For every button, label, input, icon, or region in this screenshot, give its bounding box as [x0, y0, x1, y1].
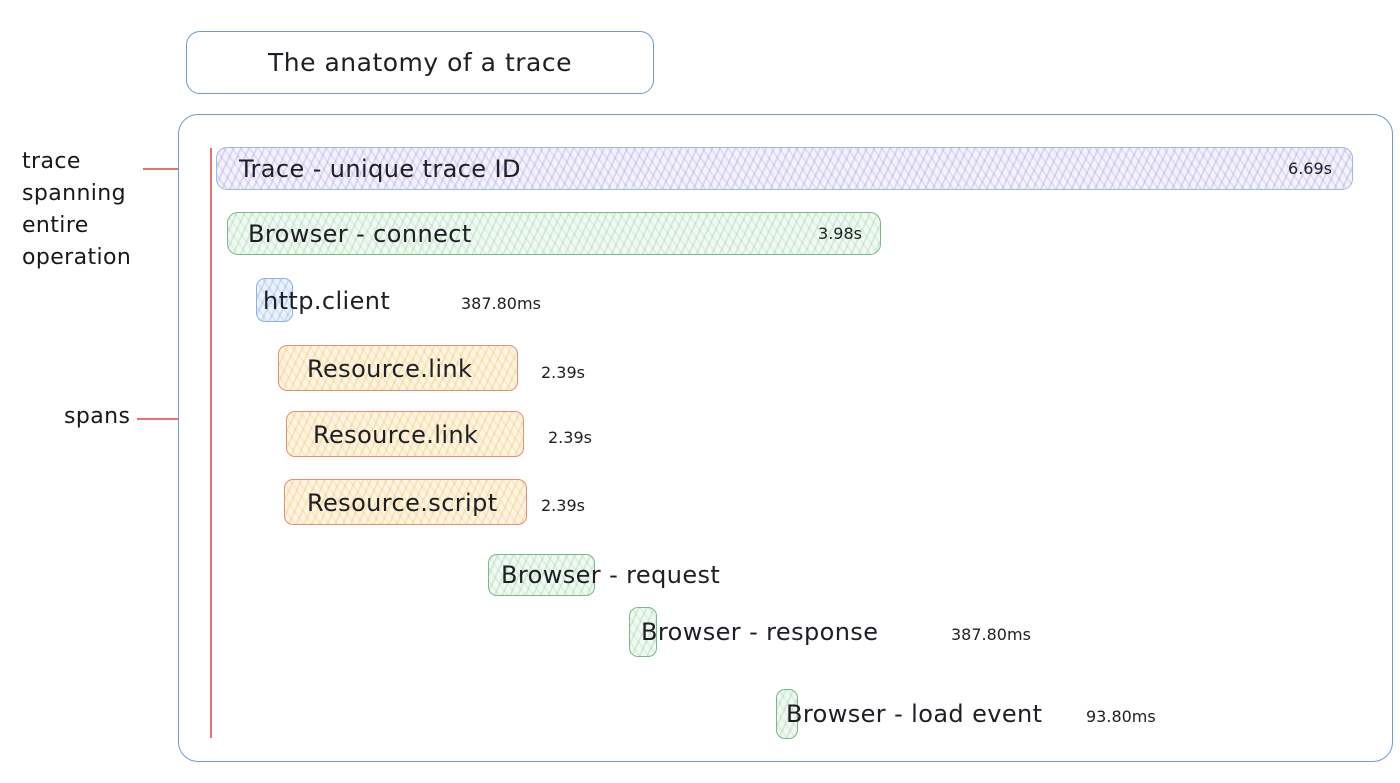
title-box: The anatomy of a trace [186, 31, 654, 94]
span-resource-link-2-duration: 2.39s [548, 428, 592, 447]
span-resource-link-2-box [286, 411, 524, 457]
trace-annotation-label: trace spanning entire operation [22, 149, 132, 270]
span-resource-link-2-label: Resource.link [313, 421, 479, 449]
span-http-client-box [256, 278, 293, 322]
span-trace: Trace - unique trace ID 6.69s [216, 147, 1353, 190]
span-browser-request-label: Browser - request [501, 561, 721, 589]
span-browser-request-box [488, 554, 595, 596]
span-browser-response-box [629, 607, 657, 657]
span-browser-connect: Browser - connect 3.98s [227, 212, 881, 255]
span-browser-connect-duration: 3.98s [818, 224, 862, 243]
span-resource-link-1-box [278, 345, 518, 391]
span-resource-script-box [284, 479, 527, 525]
span-trace-duration: 6.69s [1288, 159, 1332, 178]
span-browser-connect-label: Browser - connect [248, 219, 472, 248]
span-browser-response-duration: 387.80ms [951, 625, 1031, 644]
span-http-client-duration: 387.80ms [461, 294, 541, 313]
span-browser-load-event-label: Browser - load event [786, 700, 1043, 728]
span-resource-script-duration: 2.39s [541, 496, 585, 515]
trace-container: Trace - unique trace ID 6.69s Browser - … [178, 114, 1393, 762]
span-trace-label: Trace - unique trace ID [239, 154, 521, 183]
trace-connector-line [143, 168, 207, 170]
span-http-client-label: http.client [263, 287, 391, 315]
span-browser-load-event-box [776, 689, 798, 739]
spans-connector-line [137, 418, 210, 420]
diagram-title: The anatomy of a trace [268, 48, 572, 77]
span-resource-link-1-label: Resource.link [307, 355, 473, 383]
spans-annotation-label: spans [64, 404, 131, 429]
span-browser-load-event-duration: 93.80ms [1086, 707, 1156, 726]
span-browser-response-label: Browser - response [641, 618, 879, 646]
span-resource-script-label: Resource.script [307, 489, 498, 517]
span-resource-link-1-duration: 2.39s [541, 363, 585, 382]
spans-bracket-line [210, 148, 212, 738]
